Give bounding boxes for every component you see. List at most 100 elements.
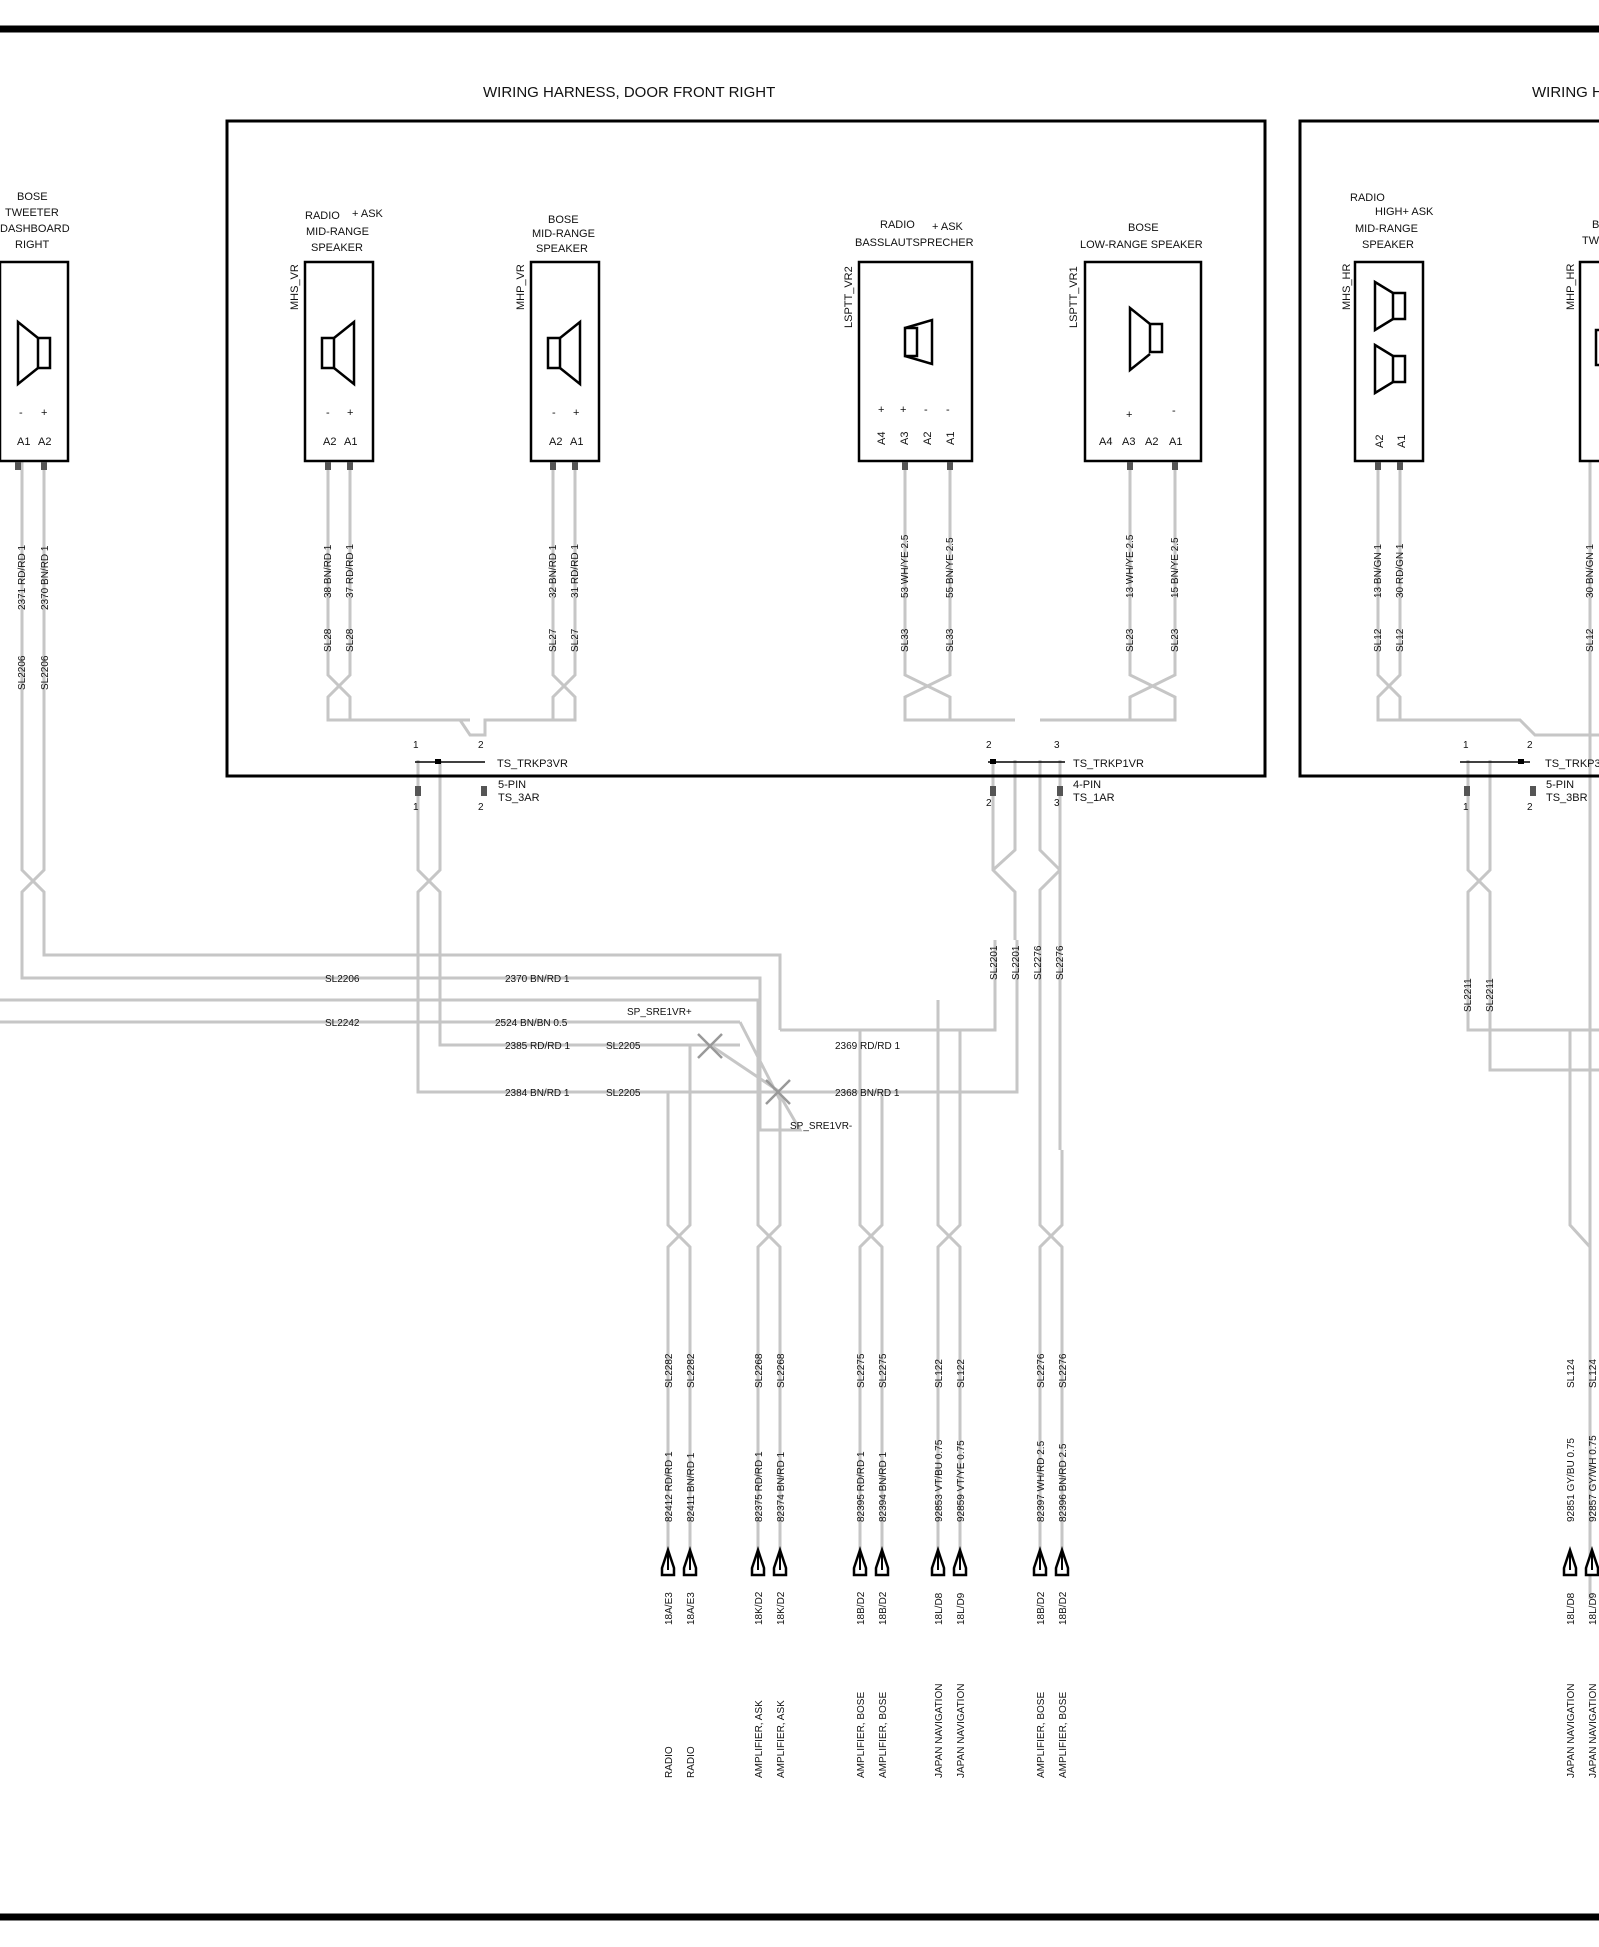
svg-text:2368 BN/RD 1: 2368 BN/RD 1 [835,1088,900,1099]
wire-sl-label: SL124 [1566,1359,1577,1388]
wire-sl-label: SL2276 [1058,1353,1069,1388]
svg-text:SL2205: SL2205 [606,1088,641,1099]
svg-text:2: 2 [478,740,484,751]
svg-text:2: 2 [1527,802,1533,813]
svg-text:BOSE: BOSE [548,214,579,226]
svg-text:3: 3 [1054,740,1060,751]
svg-text:-: - [552,407,556,419]
svg-text:RADIO: RADIO [1350,192,1385,204]
svg-text:SL2201: SL2201 [989,945,1000,980]
svg-text:-: - [326,407,330,419]
svg-text:2384 BN/RD 1: 2384 BN/RD 1 [505,1088,570,1099]
destination-label: AMPLIFIER, BOSE [1036,1692,1047,1778]
wire-sl-label: SL122 [934,1359,945,1388]
tweeter-body [0,260,70,463]
svg-text:SL27: SL27 [570,628,581,652]
wire-code-label: 82374 BN/RD 1 [776,1452,787,1522]
bose-mid-range-speaker-vr: BOSE MID-RANGE SPEAKER MHP_VR - + A2 A1 [515,214,601,463]
svg-text:+: + [347,407,353,419]
svg-text:A1: A1 [945,432,957,445]
destination-label: RADIO [686,1746,697,1778]
svg-text:+ ASK: + ASK [932,221,964,233]
svg-text:30 RD/GN 1: 30 RD/GN 1 [1395,543,1406,598]
svg-text:2: 2 [986,740,992,751]
svg-text:-: - [19,407,23,419]
connector-4pin-ts-1ar: 4-PIN [1073,779,1101,791]
speaker-icon [16,319,52,387]
svg-text:LOW-RANGE SPEAKER: LOW-RANGE SPEAKER [1080,239,1203,251]
svg-text:32 BN/RD 1: 32 BN/RD 1 [548,544,559,598]
harness-door-front-right [225,119,1267,778]
svg-text:SL2205: SL2205 [606,1041,641,1052]
svg-text:BOSE: BOSE [17,191,48,203]
svg-text:A1: A1 [17,436,30,448]
destination-label: AMPLIFIER, BOSE [856,1692,867,1778]
svg-text:+: + [1126,409,1132,421]
svg-text:2: 2 [478,802,484,813]
svg-text:SL28: SL28 [345,628,356,652]
connector-ts-trkp1vr: TS_TRKP1VR [1073,758,1144,770]
svg-text:SL2211: SL2211 [1485,978,1496,1012]
wire-code-label: 82394 BN/RD 1 [878,1452,889,1522]
svg-text:SL2206: SL2206 [325,974,360,985]
svg-text:+ ASK: + ASK [352,208,384,220]
svg-text:SL33: SL33 [945,628,956,652]
svg-text:30 BN/GN 1: 30 BN/GN 1 [1585,544,1596,598]
wire-code-label: 92857 GY/WH 0.75 [1588,1435,1599,1522]
connector-5pin-ts-3ar: 5-PIN [498,779,526,791]
destination-label: JAPAN NAVIGATION [934,1684,945,1778]
svg-text:SPEAKER: SPEAKER [1362,239,1414,251]
destination-label: JAPAN NAVIGATION [956,1684,967,1778]
svg-text:2369 RD/RD 1: 2369 RD/RD 1 [835,1041,900,1052]
wire-code-label: 82411 BN/RD 1 [686,1452,697,1522]
speaker-icon [320,319,356,387]
svg-text:2370 BN/RD 1: 2370 BN/RD 1 [40,545,51,610]
wire-layer [0,462,1599,1599]
svg-text:SL2211: SL2211 [1463,978,1474,1012]
splice-marker-plus [697,1033,723,1059]
svg-text:2: 2 [1527,740,1533,751]
svg-text:SL2206: SL2206 [40,655,51,690]
wire-sl-label: SL2268 [754,1353,765,1388]
destination-label: AMPLIFIER, BOSE [878,1692,889,1778]
svg-text:MHS_HR: MHS_HR [1341,263,1353,310]
pin-label: 18L/D8 [934,1592,945,1625]
pin-label: 18B/D2 [1036,1591,1047,1625]
wire-code-label: 82397 WH/RD 2.5 [1036,1440,1047,1522]
svg-text:-: - [946,404,950,416]
svg-text:A1: A1 [1396,435,1408,448]
svg-text:SL27: SL27 [548,628,559,652]
pin-label: 18A/E3 [686,1592,697,1625]
svg-text:MHS_VR: MHS_VR [289,264,301,310]
svg-text:1: 1 [1463,740,1469,751]
wire-sl-label: SL2276 [1036,1353,1047,1388]
destination-label: JAPAN NAVIGATION [1566,1684,1577,1778]
pin-label: 18B/D2 [878,1591,889,1625]
wire-code-label: 92851 GY/BU 0.75 [1566,1438,1577,1522]
svg-text:LSPTT_VR2: LSPTT_VR2 [843,266,855,328]
speaker-icon [1594,328,1599,367]
svg-text:38 BN/RD 1: 38 BN/RD 1 [323,544,334,598]
svg-text:TS_3AR: TS_3AR [498,792,540,804]
pin-label: 18K/D2 [754,1591,765,1625]
wire-code-label: 92859 VT/YE 0.75 [956,1440,967,1522]
wire-sl-label: SL2282 [686,1353,697,1388]
svg-text:13 BN/GN 1: 13 BN/GN 1 [1373,544,1384,598]
svg-text:HIGH+ ASK: HIGH+ ASK [1375,206,1434,218]
svg-text:TS_3BR: TS_3BR [1546,792,1588,804]
svg-text:A1: A1 [344,436,357,448]
svg-text:A2: A2 [922,432,934,445]
radio-mid-range-speaker-vr: RADIO + ASK MID-RANGE SPEAKER MHS_VR - +… [289,208,384,463]
connector-ts-trkp3-hr: TS_TRKP3 [1545,758,1599,770]
svg-text:A2: A2 [1145,436,1158,448]
svg-text:B: B [1592,219,1599,231]
svg-text:SPEAKER: SPEAKER [536,243,588,255]
svg-text:A1: A1 [1169,436,1182,448]
svg-text:37 RD/RD 1: 37 RD/RD 1 [345,544,356,598]
svg-text:SL23: SL23 [1170,628,1181,652]
svg-text:DASHBOARD: DASHBOARD [0,223,70,235]
connector-ts-trkp3vr: TS_TRKP3VR [497,758,568,770]
svg-text:TW: TW [1582,235,1599,247]
destination-label: AMPLIFIER, ASK [776,1700,787,1778]
